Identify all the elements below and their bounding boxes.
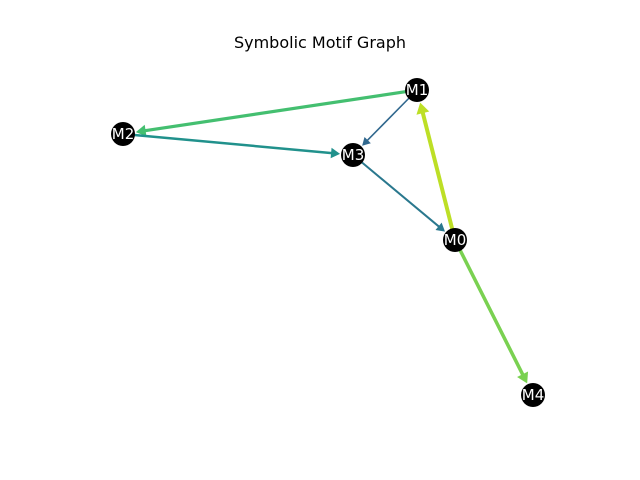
edge-m0-m4	[457, 247, 529, 384]
edge-line	[419, 106, 455, 233]
node-circle	[521, 383, 545, 407]
node-m2: M2	[111, 122, 135, 146]
arrow-head-icon	[517, 371, 529, 384]
arrow-head-icon	[362, 136, 371, 146]
edge-line	[140, 89, 409, 133]
arrow-head-icon	[416, 102, 430, 115]
node-label: M2	[112, 125, 135, 143]
node-label: M1	[406, 81, 429, 99]
edge-line	[364, 96, 411, 144]
node-circle	[111, 122, 135, 146]
edge-m1-m3	[362, 96, 411, 146]
arrow-head-icon	[435, 222, 446, 232]
node-label: M0	[444, 231, 467, 249]
edge-line	[359, 160, 443, 230]
node-m4: M4	[521, 383, 545, 407]
edge-line	[131, 133, 336, 155]
edge-m3-m0	[359, 160, 446, 232]
node-m0: M0	[443, 228, 467, 252]
node-m3: M3	[341, 143, 365, 167]
edge-m2-m3	[131, 133, 341, 159]
arrow-head-icon	[330, 147, 341, 159]
node-label: M4	[522, 386, 545, 404]
edges-layer	[131, 89, 529, 384]
node-circle	[341, 143, 365, 167]
edge-m0-m1	[416, 102, 455, 233]
node-label: M3	[342, 146, 365, 164]
arrow-head-icon	[135, 124, 147, 137]
node-circle	[405, 78, 429, 102]
graph-title: Symbolic Motif Graph	[233, 33, 407, 52]
edge-m1-m2	[135, 89, 409, 137]
node-m1: M1	[405, 78, 429, 102]
edge-line	[457, 247, 527, 380]
node-circle	[443, 228, 467, 252]
